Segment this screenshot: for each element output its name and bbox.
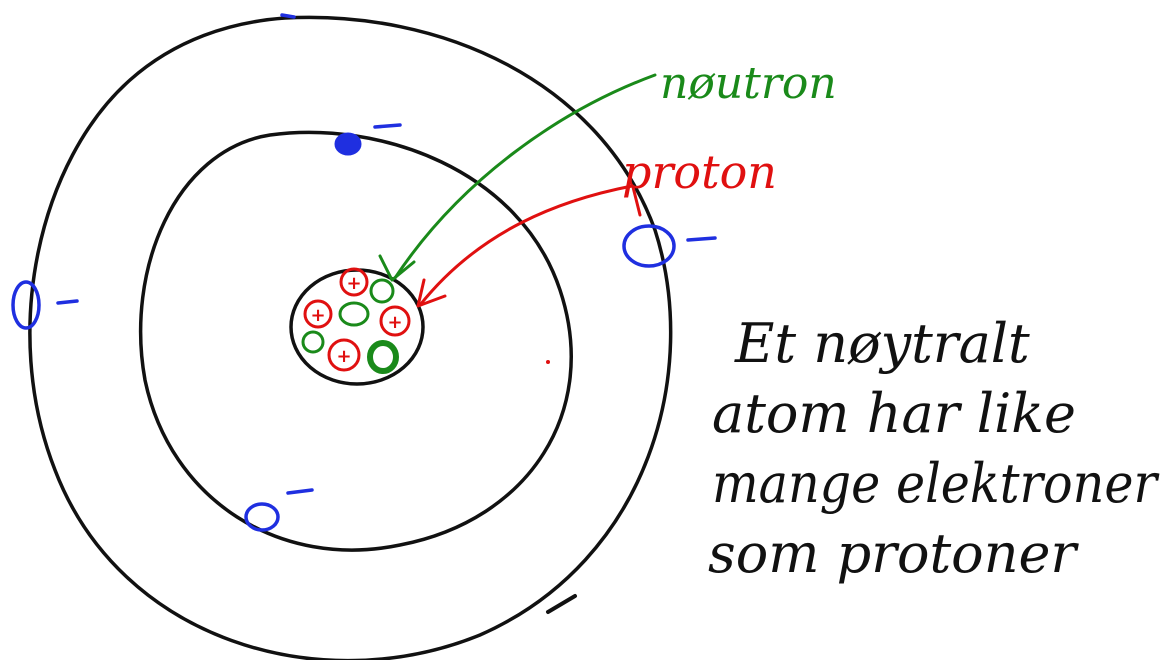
note-line-1: Et nøytralt bbox=[734, 312, 1030, 375]
note-line-3: mange elektroner bbox=[712, 452, 1160, 515]
electron-minus-sign bbox=[373, 123, 402, 129]
note-line-4: som protoner bbox=[708, 522, 1079, 585]
inner-electron-shell bbox=[138, 130, 573, 552]
proton-particle: + bbox=[327, 338, 361, 372]
neutron-particle bbox=[367, 340, 399, 374]
electrons bbox=[11, 13, 717, 532]
neutron-arrow bbox=[378, 73, 657, 282]
neutron-particle bbox=[338, 301, 370, 327]
proton-particle: + bbox=[379, 305, 411, 337]
proton-sign: + bbox=[346, 273, 361, 294]
outer-electron-shell bbox=[28, 15, 673, 660]
electron-tick-mark bbox=[280, 13, 296, 19]
proton-particle: + bbox=[339, 267, 369, 297]
proton-sign: + bbox=[387, 312, 402, 333]
neutron-particle bbox=[369, 278, 395, 304]
neutrons bbox=[301, 278, 399, 374]
proton-sign: + bbox=[310, 305, 325, 326]
electron-minus-sign bbox=[686, 236, 717, 242]
neutron-label: nøutron bbox=[660, 58, 837, 109]
electron-particle bbox=[334, 123, 402, 156]
electron-minus-sign bbox=[56, 299, 79, 305]
electron-minus-sign bbox=[286, 488, 314, 495]
protons: + + + + bbox=[303, 267, 411, 372]
electron-particle bbox=[244, 488, 314, 532]
stray-dot bbox=[546, 360, 550, 364]
proton-label: proton bbox=[622, 145, 777, 199]
proton-particle: + bbox=[303, 299, 333, 329]
proton-sign: + bbox=[336, 346, 351, 367]
electron-particle bbox=[11, 280, 79, 330]
electron-particle bbox=[622, 224, 717, 268]
note-line-2: atom har like bbox=[712, 382, 1076, 445]
outer-shell-overstroke bbox=[546, 594, 577, 614]
neutron-particle bbox=[301, 330, 325, 354]
proton-arrow bbox=[416, 184, 642, 308]
explanatory-note: Et nøytralt atom har like mange elektron… bbox=[708, 312, 1160, 585]
